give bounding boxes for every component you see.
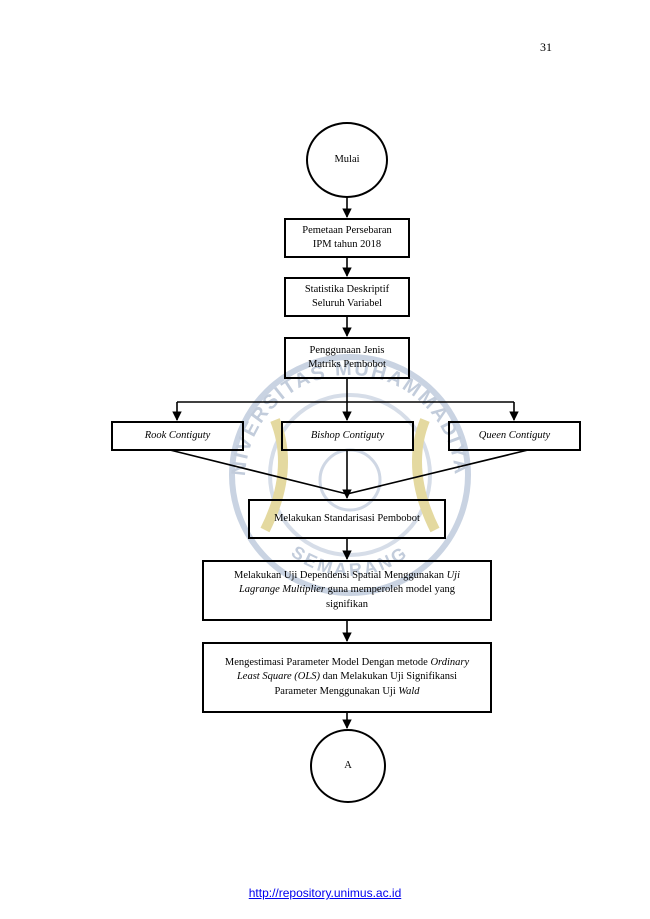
weight-matrix-process: Penggunaan Jenis Matriks Pembobot: [284, 337, 410, 379]
rook-contiguity-box: Rook Contiguty: [111, 421, 244, 451]
line-queen-to-merge: [346, 449, 529, 495]
standardize-weights-process: Melakukan Standarisasi Pembobot: [248, 499, 446, 539]
bishop-contiguity-box: Bishop Contiguty: [281, 421, 414, 451]
lagrange-multiplier-test-process: Melakukan Uji Dependensi Spatial Menggun…: [202, 560, 492, 621]
ols-estimation-process: Mengestimasi Parameter Model Dengan meto…: [202, 642, 492, 713]
queen-contiguity-box: Queen Contiguty: [448, 421, 581, 451]
connector-a-node: A: [310, 729, 386, 803]
descriptive-statistics-process: Statistika Deskriptif Seluruh Variabel: [284, 277, 410, 317]
mapping-process: Pemetaan Persebaran IPM tahun 2018: [284, 218, 410, 258]
page-number: 31: [540, 40, 552, 54]
repository-link[interactable]: http://repository.unimus.ac.id: [248, 886, 402, 900]
start-node: Mulai: [306, 122, 388, 198]
line-rook-to-merge: [169, 449, 348, 495]
